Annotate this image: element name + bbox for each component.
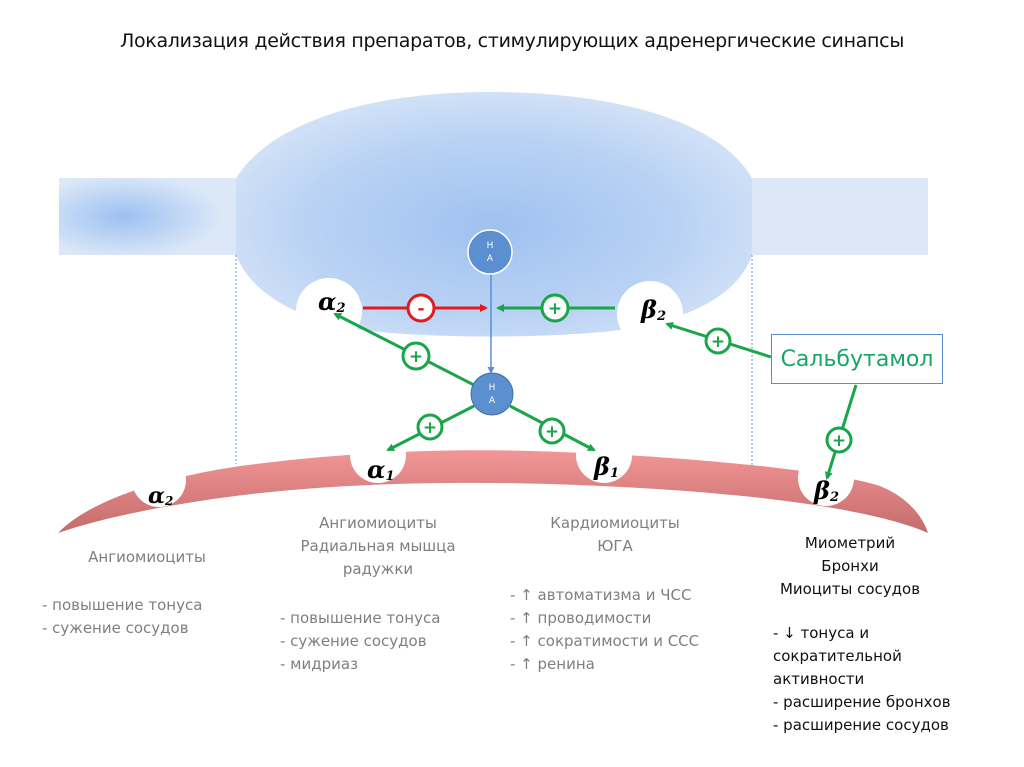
column-3-effects: - ↑ автоматизма и ЧСС - ↑ проводимости -… — [510, 584, 699, 676]
receptor-label-post-alpha1: α1 — [367, 455, 395, 484]
effect-item: - ↑ сократимости и ССС — [510, 632, 700, 650]
effect-item: - повышение тонуса — [280, 609, 441, 627]
heading-line: Миометрий — [804, 534, 896, 552]
effect-item: - ↑ проводимости — [510, 609, 652, 627]
plus-sign: + — [548, 299, 562, 319]
receptor-label-pre-beta2: β2 — [640, 295, 666, 324]
na-label-top-2: А — [487, 254, 494, 264]
receptor-pocket-post-alpha2 — [132, 453, 186, 507]
plus-badge — [538, 417, 566, 445]
na-label-top-1: Н — [487, 241, 494, 251]
effect-item: - расширение сосудов — [773, 716, 949, 734]
column-3-heading: Кардиомиоциты ЮГА — [520, 512, 710, 558]
na-label-cleft-1: Н — [489, 383, 496, 393]
svg-text:α1: α1 — [367, 455, 395, 484]
column-4-effects: - ↓ тонуса и сократительной активности -… — [773, 622, 951, 737]
noradrenaline-vesicle — [467, 229, 513, 275]
receptor-label-post-beta1: β1 — [593, 452, 619, 481]
plus-badge — [825, 426, 853, 454]
heading-line: радужки — [342, 560, 414, 578]
salbutamol-box: Сальбутамол — [771, 334, 943, 384]
minus-badge — [406, 293, 436, 323]
receptor-label-pre-alpha2: α2 — [318, 287, 346, 316]
svg-text:α2: α2 — [148, 483, 173, 509]
plus-sign: + — [409, 347, 423, 367]
receptor-pocket-post-beta1 — [576, 427, 632, 483]
na-label-cleft-2: А — [489, 396, 496, 406]
plus-badge — [540, 293, 570, 323]
column-1-heading: Ангиомиоциты — [72, 546, 222, 569]
plus-sign: + — [545, 422, 559, 442]
svg-text:β2: β2 — [813, 476, 839, 505]
column-1-effects: - повышение тонуса - сужение сосудов — [42, 594, 202, 640]
heading-line: Ангиомиоциты — [319, 514, 437, 532]
heading-line: Миоциты сосудов — [779, 580, 921, 598]
receptor-pocket-pre-beta2 — [617, 281, 683, 347]
noradrenaline-in-cleft — [470, 372, 514, 416]
svg-text:α2: α2 — [318, 287, 346, 316]
heading-line: Ангиомиоциты — [88, 548, 206, 566]
axon-right — [748, 178, 928, 255]
salbutamol-label: Сальбутамол — [780, 346, 934, 372]
column-2-heading: Ангиомиоциты Радиальная мышца радужки — [268, 512, 488, 581]
heading-line: Радиальная мышца — [300, 537, 456, 555]
effect-item: активности — [773, 670, 865, 688]
effect-item: - ↓ тонуса и — [773, 624, 870, 642]
effect-item: - сужение сосудов — [42, 619, 189, 637]
receptor-pocket-post-alpha1 — [350, 427, 406, 483]
minus-sign: - — [417, 299, 424, 319]
heading-line: Бронхи — [821, 557, 879, 575]
effect-item: - сужение сосудов — [280, 632, 427, 650]
postsynaptic-membrane — [58, 450, 928, 533]
receptor-pocket-pre-alpha2 — [296, 278, 362, 344]
heading-line: ЮГА — [597, 537, 633, 555]
receptor-label-post-alpha2: α2 — [148, 483, 173, 509]
heading-line: Кардиомиоциты — [550, 514, 680, 532]
axon-left — [59, 178, 239, 255]
column-4-heading: Миометрий Бронхи Миоциты сосудов — [755, 532, 945, 601]
plus-sign: + — [423, 418, 437, 438]
effect-item: сократительной — [773, 647, 902, 665]
presynaptic-terminal — [236, 92, 752, 337]
effect-item: - повышение тонуса — [42, 596, 203, 614]
svg-text:β1: β1 — [593, 452, 619, 481]
effect-item: - мидриаз — [280, 655, 359, 673]
svg-text:β2: β2 — [640, 295, 666, 324]
plus-sign: + — [711, 332, 725, 352]
effect-item: - ↑ ренина — [510, 655, 595, 673]
diagram-title: Локализация действия препаратов, стимули… — [119, 30, 905, 52]
plus-sign: + — [832, 431, 846, 451]
column-2-effects: - повышение тонуса - сужение сосудов - м… — [280, 607, 440, 676]
receptor-label-post-beta2: β2 — [813, 476, 839, 505]
effect-item: - расширение бронхов — [773, 693, 951, 711]
plus-badge — [704, 327, 732, 355]
plus-badge — [416, 413, 444, 441]
plus-badge — [401, 341, 431, 371]
effect-item: - ↑ автоматизма и ЧСС — [510, 586, 692, 604]
